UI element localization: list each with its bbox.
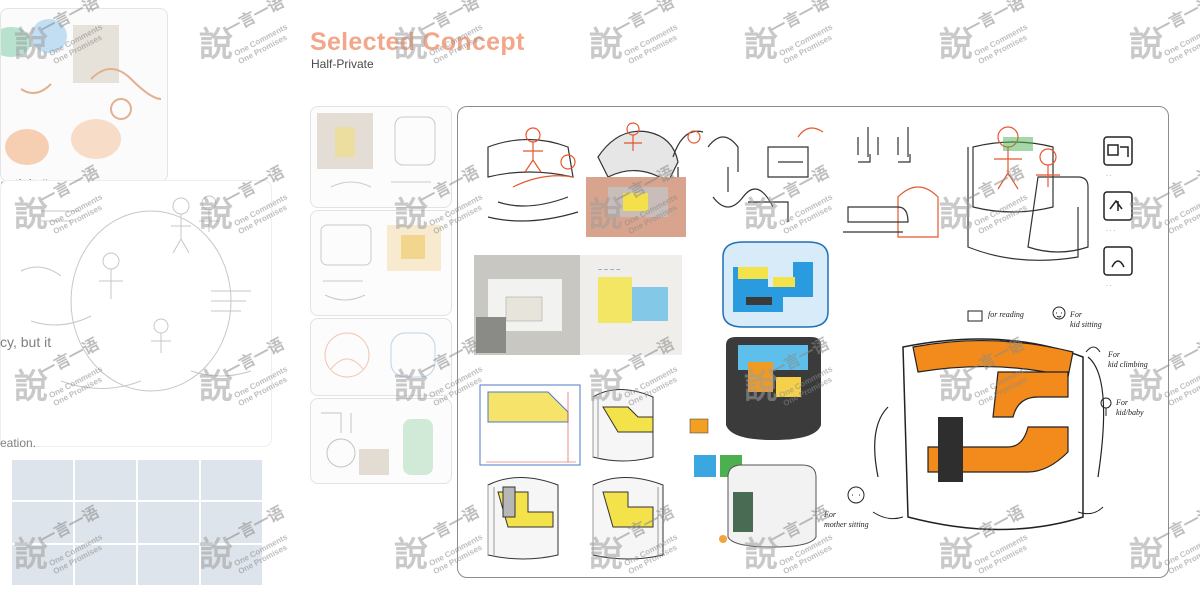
- photo-tile: [12, 460, 73, 501]
- svg-text:For: For: [823, 510, 837, 519]
- page-subtitle: Half-Private: [311, 57, 374, 71]
- model-photo: [73, 25, 119, 83]
- photo-tile: [138, 502, 199, 543]
- svg-text:· ·: · ·: [1106, 283, 1112, 289]
- grey-box-render: [719, 464, 817, 548]
- concept-board-artwork: · · · · · · · ~ ~ ~ ~: [474, 122, 1148, 560]
- watermark-logo-icon: 說: [1129, 25, 1163, 65]
- svg-text:mother sitting: mother sitting: [824, 520, 869, 529]
- svg-text:For: For: [1069, 310, 1083, 319]
- ideation-sketch-drawing: [20, 195, 252, 392]
- watermark-logo-icon: 說: [939, 25, 973, 65]
- svg-text:kid sitting: kid sitting: [1070, 320, 1102, 329]
- photo-tile: [201, 544, 262, 585]
- orange-sketch: [71, 119, 121, 159]
- svg-text:kid/baby: kid/baby: [1116, 408, 1144, 417]
- svg-text:for reading: for reading: [988, 310, 1024, 319]
- left-text-fragment-3: cy, but it: [0, 334, 52, 350]
- photo-tile: [75, 544, 136, 585]
- blue-clay-model: [31, 19, 67, 53]
- faint-sketch-lines: [20, 68, 162, 120]
- svg-text:kid climbing: kid climbing: [1108, 360, 1148, 369]
- photo-tile: [75, 502, 136, 543]
- watermark-logo-icon: 說: [394, 535, 428, 575]
- activity-icons: [1103, 136, 1133, 276]
- photo-tile: [201, 460, 262, 501]
- svg-text:· · ·: · · ·: [1106, 228, 1115, 234]
- concept-thumbnail-3[interactable]: [310, 318, 452, 396]
- previous-concept-card: [0, 8, 168, 182]
- photo-tile: [201, 502, 262, 543]
- watermark-chinese-text: 一言一语: [611, 0, 678, 40]
- thumbnail-sketch: [324, 332, 436, 378]
- thumbnail-sketch: [320, 224, 441, 301]
- selected-concept-board: · · · · · · · ~ ~ ~ ~: [457, 106, 1169, 578]
- watermark-chinese-text: 一言一语: [766, 0, 833, 40]
- svg-text:· ·: · ·: [1106, 173, 1112, 179]
- watermark-chinese-text: 一言一语: [1151, 0, 1200, 40]
- photo-tile: [138, 544, 199, 585]
- thumbnail-sketch: [317, 113, 436, 188]
- ideation-sketches: [487, 122, 1089, 261]
- technical-drawing: [479, 384, 581, 466]
- concept-thumbnail-4[interactable]: [310, 398, 452, 484]
- watermark-chinese-text: 一言一语: [961, 0, 1028, 40]
- dark-model-render: [726, 337, 821, 440]
- orange-clay-model: [5, 129, 49, 165]
- photo-tile: [138, 460, 199, 501]
- photo-tile: [12, 502, 73, 543]
- concept-thumbnail-2[interactable]: [310, 210, 452, 316]
- user-test-photo-grid: [12, 460, 262, 585]
- left-text-fragment-4: eation.: [0, 436, 37, 450]
- photo-tile: [75, 460, 136, 501]
- watermark-chinese-text: 一言一语: [221, 0, 288, 40]
- concept-thumbnail-strip: [310, 106, 452, 486]
- blue-model-render: [722, 241, 829, 328]
- watermark-logo-icon: 說: [199, 25, 233, 65]
- concept-thumbnail-1[interactable]: [310, 106, 452, 208]
- svg-text:For: For: [1107, 350, 1121, 359]
- photo-tile: [12, 544, 73, 585]
- thumbnail-sketch: [321, 412, 433, 475]
- svg-text:~ ~ ~ ~: ~ ~ ~ ~: [598, 267, 620, 274]
- ideation-sketch-panel: [0, 180, 272, 447]
- watermark-logo-icon: 說: [589, 25, 623, 65]
- watermark-logo-icon: 說: [744, 25, 778, 65]
- yellow-panel-renders: [487, 389, 664, 560]
- page-title: Selected Concept: [310, 28, 525, 56]
- svg-text:For: For: [1115, 398, 1129, 407]
